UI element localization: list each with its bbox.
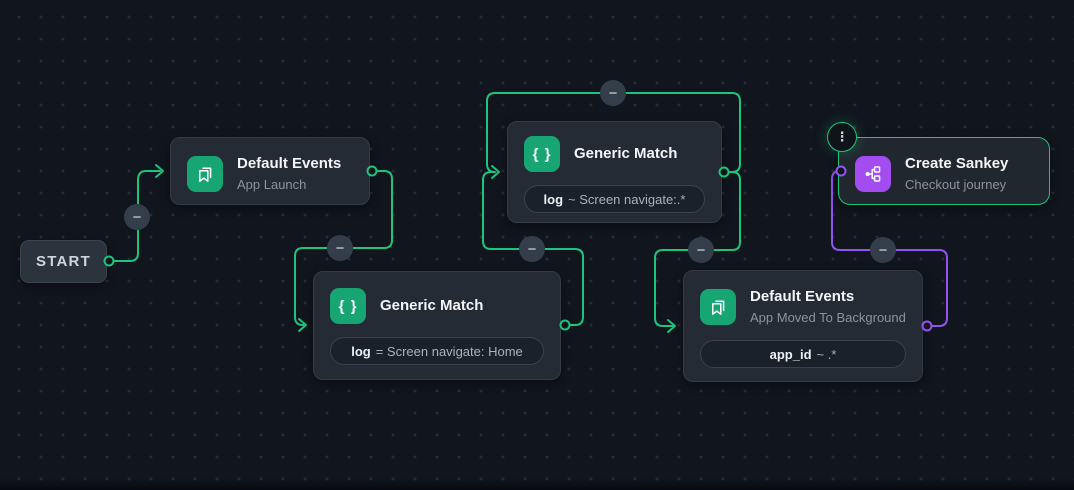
node-menu-button[interactable]: ⋮ <box>827 122 857 152</box>
minus-icon: − <box>608 84 618 102</box>
node-generic-match-home[interactable]: { } Generic Match log = Screen navigate:… <box>313 271 561 380</box>
edge-remove-button[interactable]: − <box>870 237 896 263</box>
start-label: START <box>36 253 91 270</box>
filter-field: log <box>543 191 564 207</box>
filter-expression: ~ Screen navigate:.* <box>568 191 686 207</box>
braces-icon: { } <box>524 136 560 172</box>
minus-icon: − <box>878 241 888 259</box>
edge-remove-button[interactable]: − <box>600 80 626 106</box>
edge-arrowhead <box>667 319 676 333</box>
filter-pill[interactable]: app_id ~ .* <box>700 340 906 368</box>
edge-remove-button[interactable]: − <box>124 204 150 230</box>
connector-handle[interactable] <box>366 165 378 177</box>
node-title: Default Events <box>237 155 342 172</box>
node-title: Default Events <box>750 288 855 305</box>
filter-pill[interactable]: log = Screen navigate: Home <box>330 337 544 365</box>
edge-remove-button[interactable]: − <box>519 236 545 262</box>
filter-expression: = Screen navigate: Home <box>375 343 523 359</box>
minus-icon: − <box>527 240 537 258</box>
node-create-sankey[interactable]: Create Sankey Checkout journey <box>838 137 1050 205</box>
sankey-icon <box>855 156 891 192</box>
filter-expression: ~ .* <box>816 346 837 362</box>
filter-pill[interactable]: log ~ Screen navigate:.* <box>524 185 705 213</box>
bookmarks-icon <box>700 289 736 325</box>
minus-icon: − <box>132 208 142 226</box>
node-subtitle: App Launch <box>237 177 307 192</box>
connector-handle[interactable] <box>718 166 730 178</box>
edge-arrowhead <box>491 165 500 179</box>
node-subtitle: App Moved To Background <box>750 310 906 325</box>
node-title: Create Sankey <box>905 155 1009 172</box>
braces-icon: { } <box>330 288 366 324</box>
edge-remove-button[interactable]: − <box>688 237 714 263</box>
node-subtitle: Checkout journey <box>905 177 1007 192</box>
connector-handle[interactable] <box>835 165 847 177</box>
connector-handle[interactable] <box>559 319 571 331</box>
edge-default-events-bg-to-create-sankey[interactable] <box>831 170 948 327</box>
connector-handle[interactable] <box>921 320 933 332</box>
node-default-events-app-launch[interactable]: Default Events App Launch <box>170 137 370 205</box>
edge-generic-match-screen-self-loop[interactable] <box>486 92 741 173</box>
node-default-events-background[interactable]: Default Events App Moved To Background a… <box>683 270 923 382</box>
node-generic-match-screen[interactable]: { } Generic Match log ~ Screen navigate:… <box>507 121 722 223</box>
edge-remove-button[interactable]: − <box>327 235 353 261</box>
minus-icon: − <box>335 239 345 257</box>
minus-icon: − <box>696 241 706 259</box>
node-title: Generic Match <box>574 145 678 162</box>
node-title: Generic Match <box>380 297 484 314</box>
edge-arrowhead <box>298 318 307 332</box>
connector-handle[interactable] <box>103 255 115 267</box>
edge-arrowhead <box>155 164 164 178</box>
filter-field: app_id <box>769 346 812 362</box>
filter-field: log <box>351 343 371 359</box>
kebab-icon: ⋮ <box>835 129 849 144</box>
bookmarks-icon <box>187 156 223 192</box>
